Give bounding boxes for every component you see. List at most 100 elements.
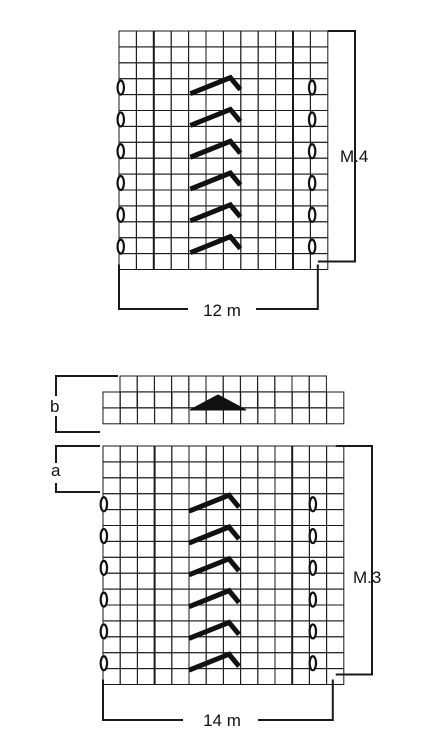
grid-cell xyxy=(135,141,155,159)
grid-cell xyxy=(154,588,173,606)
double-decrease-chevron-icon xyxy=(188,492,241,514)
double-decrease-chevron-icon xyxy=(188,524,241,546)
grid-cell xyxy=(257,237,277,255)
yarn-over-loop-icon xyxy=(116,206,126,223)
grid-cell xyxy=(257,604,276,622)
grid-cell xyxy=(222,604,242,622)
grid-cell xyxy=(171,668,190,685)
grid-cell xyxy=(308,391,328,409)
grid-cell xyxy=(257,30,277,48)
grid-cell xyxy=(291,604,310,622)
grid-cell xyxy=(135,46,155,64)
yarn-over-loop-icon xyxy=(308,655,318,672)
grid-cell xyxy=(170,221,190,239)
chart-m4 xyxy=(116,30,356,310)
grid-cell xyxy=(291,572,310,590)
grid-cell xyxy=(171,588,190,606)
grid-cell xyxy=(274,525,293,542)
grid-cell xyxy=(118,189,137,207)
grid-cell xyxy=(188,157,207,175)
grid-cell xyxy=(153,110,172,127)
grid-cell xyxy=(222,253,242,271)
yarn-over-loop-icon xyxy=(308,591,318,608)
grid-cell xyxy=(222,445,242,463)
yarn-over-loop-icon xyxy=(307,238,317,255)
grid-cell xyxy=(188,94,207,111)
grid-cell xyxy=(118,221,137,239)
grid-cell xyxy=(205,477,224,495)
yarn-over-loop-icon xyxy=(307,111,317,128)
grid-cell xyxy=(326,636,345,654)
grid-cell xyxy=(205,189,224,207)
double-decrease-chevron-icon xyxy=(188,651,241,673)
grid-cell xyxy=(326,620,345,638)
grid-cell xyxy=(240,125,259,143)
grid-cell xyxy=(274,445,293,463)
grid-cell xyxy=(205,221,224,239)
grid-cell xyxy=(240,157,259,175)
grid-cell xyxy=(309,125,329,143)
grid-cell xyxy=(119,391,138,409)
grid-cell xyxy=(257,652,276,670)
double-decrease-chevron-icon xyxy=(188,555,241,578)
grid-cell xyxy=(257,391,276,409)
grid-cell xyxy=(240,237,259,255)
grid-cell xyxy=(171,461,190,479)
grid-cell xyxy=(205,375,224,393)
grid-cell xyxy=(240,556,259,574)
grid-cell xyxy=(308,445,328,463)
grid-cell xyxy=(257,588,276,606)
grid-cell xyxy=(171,477,190,495)
grid-cell xyxy=(102,540,121,558)
grid-cell xyxy=(240,110,259,127)
grid-cell xyxy=(205,62,224,80)
grid-cell xyxy=(274,652,293,670)
grid-cell xyxy=(119,588,138,606)
grid-cell xyxy=(257,407,276,425)
grid-cell xyxy=(118,253,137,271)
grid-cell xyxy=(309,62,329,80)
yarn-over-loop-icon xyxy=(307,206,317,223)
grid-cell xyxy=(119,477,138,495)
double-decrease-chevron-icon xyxy=(189,106,243,128)
grid-cell xyxy=(154,620,173,638)
grid-cell xyxy=(326,445,345,463)
grid-cell xyxy=(119,461,138,479)
yarn-over-loop-icon xyxy=(116,174,126,192)
grid-cell xyxy=(135,30,155,48)
grid-cell xyxy=(222,636,242,654)
grid-cell xyxy=(257,556,276,574)
grid-cell xyxy=(205,157,224,175)
yarn-over-loop-icon xyxy=(99,496,109,513)
grid-cell xyxy=(309,46,329,64)
grid-cell xyxy=(135,62,155,80)
grid-cell xyxy=(240,461,259,479)
grid-cell xyxy=(326,477,345,495)
yarn-over-loop-icon xyxy=(99,591,109,608)
chart-m4-label: M.4 xyxy=(340,147,368,166)
grid-cell xyxy=(292,253,311,271)
grid-cell xyxy=(257,493,276,511)
grid-cell xyxy=(188,461,207,479)
grid-cell xyxy=(291,588,310,606)
grid-cell xyxy=(118,62,137,80)
grid-cell xyxy=(119,407,138,425)
grid-cell xyxy=(308,461,328,479)
grid-cell xyxy=(118,94,137,111)
grid-cell xyxy=(275,253,294,271)
grid-cell xyxy=(136,572,156,590)
grid-cell xyxy=(205,125,224,143)
grid-cell xyxy=(292,221,311,239)
grid-cell xyxy=(275,141,294,159)
grid-cell xyxy=(257,540,276,558)
grid-cell xyxy=(170,157,190,175)
grid-cell xyxy=(154,477,173,495)
yarn-over-loop-icon xyxy=(116,143,126,160)
grid-cell xyxy=(292,110,311,127)
grid-cell xyxy=(119,556,138,574)
grid-cell xyxy=(188,189,207,207)
grid-cell xyxy=(222,509,242,527)
grid-cell xyxy=(102,407,121,425)
grid-cell xyxy=(153,78,172,96)
